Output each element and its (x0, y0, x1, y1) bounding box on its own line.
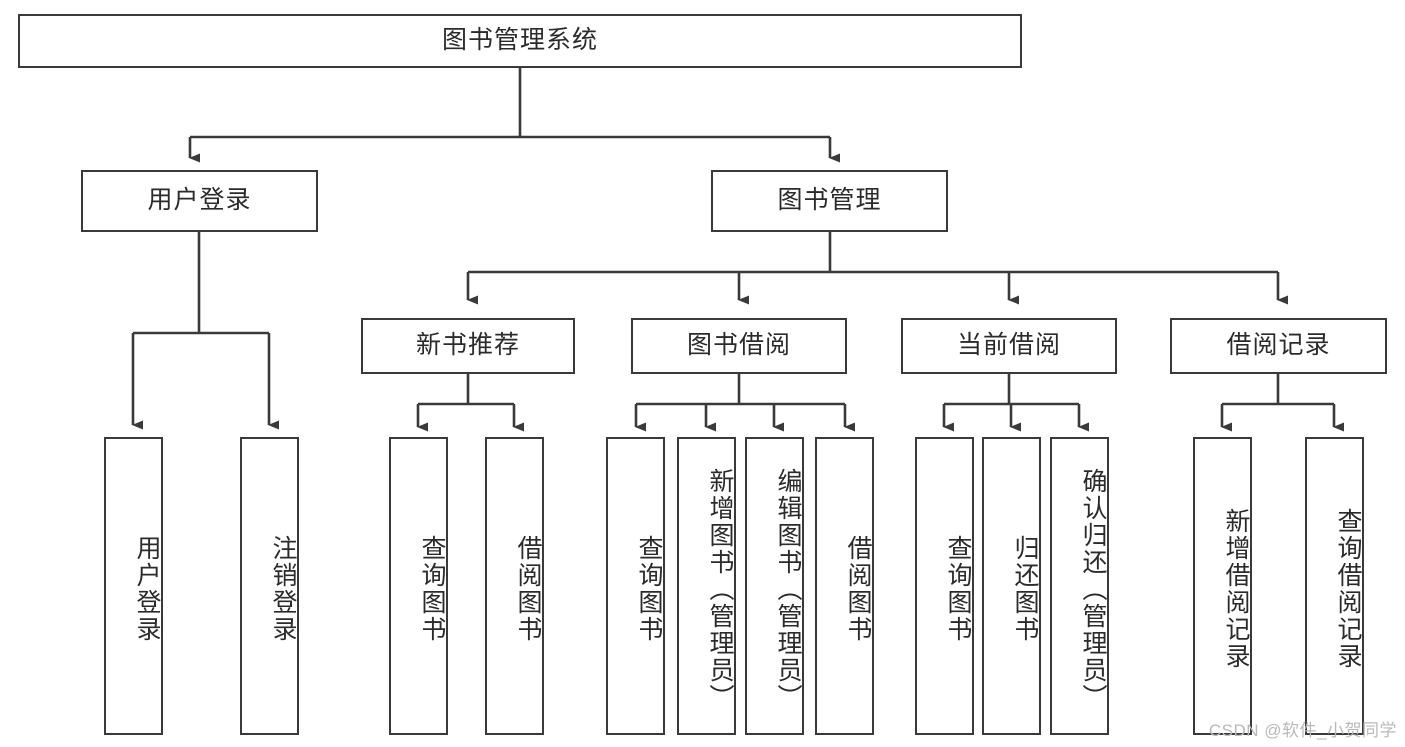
node-label: 查询图书 (418, 535, 446, 643)
node-label: 借阅记录 (1226, 331, 1331, 360)
leaf-new-book-query-book[interactable]: 查询图书 (389, 437, 448, 735)
node-label: 编辑图书（管理员） (774, 467, 802, 711)
leaf-new-book-borrow-book[interactable]: 借阅图书 (485, 437, 544, 735)
node-user-login[interactable]: 用户登录 (81, 170, 318, 232)
leaf-borrow-borrow-book[interactable]: 借阅图书 (815, 437, 874, 735)
node-label: 新书推荐 (415, 331, 520, 360)
node-label: 归还图书 (1011, 535, 1039, 643)
node-label: 查询借阅记录 (1334, 508, 1362, 670)
node-new-book-recommend[interactable]: 新书推荐 (361, 318, 575, 374)
node-label: 新增借阅记录 (1222, 508, 1250, 670)
node-current-borrow[interactable]: 当前借阅 (901, 318, 1117, 374)
node-root-book-management-system[interactable]: 图书管理系统 (18, 14, 1022, 68)
node-label: 查询图书 (944, 535, 972, 643)
node-book-management[interactable]: 图书管理 (711, 170, 948, 232)
leaf-borrow-add-book-admin[interactable]: 新增图书（管理员） (677, 437, 736, 735)
leaf-current-return-book[interactable]: 归还图书 (982, 437, 1041, 735)
leaf-current-query-book[interactable]: 查询图书 (915, 437, 974, 735)
node-book-borrow[interactable]: 图书借阅 (631, 318, 847, 374)
leaf-current-confirm-return-admin[interactable]: 确认归还（管理员） (1050, 437, 1109, 735)
node-label: 图书管理 (777, 186, 882, 215)
node-label: 当前借阅 (956, 331, 1061, 360)
node-label: 借阅图书 (514, 535, 542, 643)
node-borrow-record[interactable]: 借阅记录 (1170, 318, 1387, 374)
node-label: 新增图书（管理员） (706, 467, 734, 711)
node-label: 图书管理系统 (441, 26, 598, 55)
leaf-user-login-login[interactable]: 用户登录 (104, 437, 163, 735)
node-label: 查询图书 (635, 535, 663, 643)
csdn-watermark: CSDN @软件_小贺同学 (1208, 721, 1397, 740)
node-label: 用户登录 (133, 535, 161, 643)
node-label: 用户登录 (147, 186, 252, 215)
leaf-borrow-edit-book-admin[interactable]: 编辑图书（管理员） (745, 437, 804, 735)
leaf-user-login-logout[interactable]: 注销登录 (240, 437, 299, 735)
node-label: 确认归还（管理员） (1079, 467, 1107, 711)
leaf-record-query-record[interactable]: 查询借阅记录 (1305, 437, 1364, 735)
leaf-borrow-query-book[interactable]: 查询图书 (606, 437, 665, 735)
node-label: 图书借阅 (686, 331, 791, 360)
leaf-record-add-record[interactable]: 新增借阅记录 (1193, 437, 1252, 735)
node-label: 注销登录 (269, 535, 297, 643)
node-label: 借阅图书 (844, 535, 872, 643)
